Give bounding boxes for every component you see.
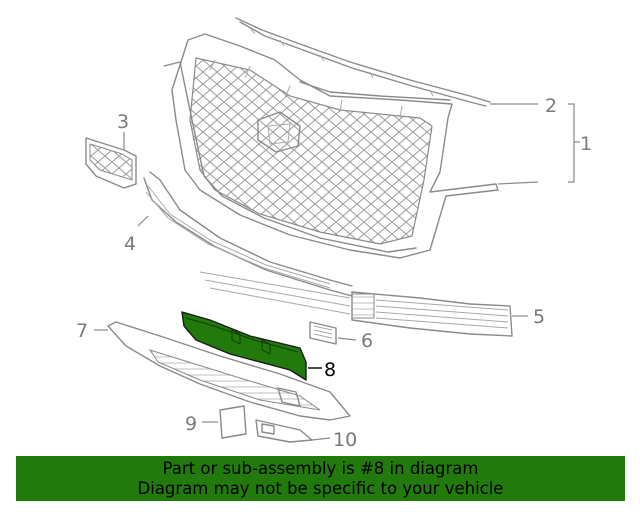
banner-line-2: Diagram may not be specific to your vehi… bbox=[137, 479, 504, 498]
callout-1: 1 bbox=[580, 133, 592, 155]
lower-fascia-part bbox=[107, 321, 351, 421]
callout-5: 5 bbox=[533, 306, 545, 328]
plate-part bbox=[219, 405, 247, 439]
leader-lines bbox=[94, 103, 580, 441]
callout-2: 2 bbox=[545, 95, 557, 117]
banner-line-1: Part or sub-assembly is #8 in diagram bbox=[162, 459, 479, 478]
lower-molding-part bbox=[143, 171, 353, 297]
callout-8: 8 bbox=[324, 359, 336, 381]
part-notice-banner: Part or sub-assembly is #8 in diagram Di… bbox=[16, 456, 625, 501]
callout-3: 3 bbox=[117, 111, 129, 133]
emblem-part bbox=[85, 137, 137, 189]
insert-part bbox=[309, 321, 337, 345]
callout-4: 4 bbox=[124, 233, 136, 255]
callout-6: 6 bbox=[361, 330, 373, 352]
upper-molding-part bbox=[235, 17, 491, 107]
callout-7: 7 bbox=[76, 320, 88, 342]
callout-9: 9 bbox=[185, 413, 197, 435]
callout-10: 10 bbox=[333, 429, 357, 451]
grille-assembly-part bbox=[163, 33, 499, 259]
air-deflector-part-8 bbox=[181, 311, 307, 381]
lower-grille-bar-part bbox=[199, 271, 513, 337]
bracket-part bbox=[255, 419, 313, 443]
